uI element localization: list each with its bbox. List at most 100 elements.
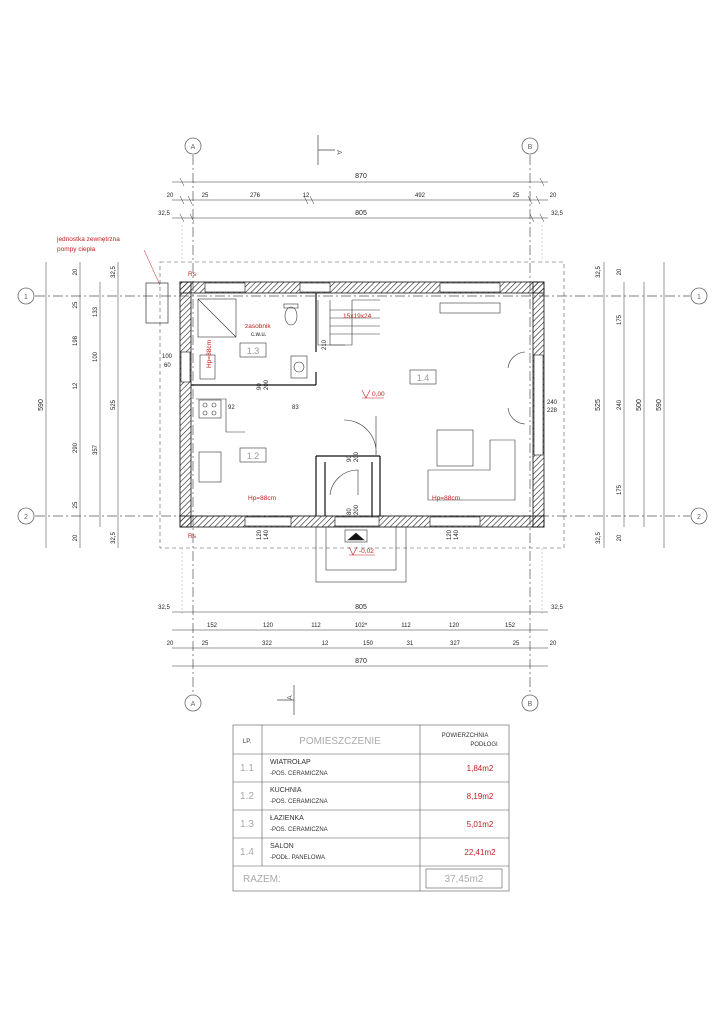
dim-left-small-0: 133 [93,306,99,317]
door-bath-200: 200 [264,379,270,390]
dim-top-r2-6: 20 [550,193,557,199]
dim-left-inner-3: 12 [73,382,79,389]
room-number-1-3: 1.3 [247,346,260,356]
table-row-name: KUCHNIA [270,787,302,794]
dim-left-inner-5: 25 [73,501,79,508]
room-number-1-2: 1.2 [247,451,260,461]
rs-mark-top: Rs [188,271,197,278]
table-row-finish: -PODŁ. PANELOWA [270,855,325,861]
table-row-no: 1.4 [240,847,254,858]
grid-label-b-top: B [528,144,533,151]
table-row-name: WIATROŁAP [270,759,311,766]
interior-walls [191,293,381,516]
table-row-area: 1,84m2 [467,764,494,773]
table-total-value: 37,45m2 [445,874,484,885]
dim-left-outer: 590 [38,399,45,411]
sofa [427,439,516,501]
window-top-bath [204,282,246,293]
window-k-120: 120 [257,529,263,540]
dim-bottom-r2-0: 152 [207,623,218,629]
dim-right-inner-4: 20 [617,534,623,541]
dim-92: 92 [228,405,235,411]
dim-left-inner-1: 25 [73,301,79,308]
dim-top-r2-0: 20 [167,193,174,199]
dimension-lines-bottom [172,611,548,667]
dimension-lines-top [172,177,548,223]
table-row-area: 5,01m2 [467,820,494,829]
dim-bottom-row1: 805 [355,604,367,611]
dim-bottom-r2-3: 102* [355,623,368,629]
dim-top-r2-4: 492 [415,193,426,199]
dim-bottom-r3-5: 31 [407,641,414,647]
heat-pump-label-2: pompy ciepła [57,246,96,253]
window-k-140: 140 [264,529,270,540]
heat-pump-unit [145,282,169,324]
dim-left-mid-0: 32,5 [111,266,117,278]
dim-left-small-1: 100 [93,351,99,362]
cooktop [198,399,222,419]
dining-table [436,429,474,467]
living-room-furniture [329,302,526,501]
table-row-finish: -POS. CERAMICZNA [270,827,328,833]
dim-bottom-r3-1: 25 [202,641,209,647]
dim-right-inner-0: 20 [617,268,623,275]
grid-bubbles [17,137,708,712]
room-number-1-4: 1.4 [417,373,430,383]
table-row-finish: -POS. CERAMICZNA [270,799,328,805]
dim-bottom-r2-2: 112 [311,623,321,629]
window-left-100: 100 [162,354,173,360]
dim-right-b: 525 [595,399,602,411]
dim-bottom-overall: 870 [355,658,367,665]
stairs-annotation: 15x19x24 [343,313,372,320]
grid-bubble-1-right [690,287,708,305]
window-left-60: 60 [164,363,171,369]
heat-pump-leader [143,249,161,286]
extension-lines [181,225,543,615]
grid-label-1-right: 1 [697,294,701,301]
level-inside: 0,00 [372,391,385,398]
table-row-area: 8,19m2 [467,792,494,801]
grid-bubble-a-top [184,137,202,155]
table-header-area-1: POWIERZCHNIA [442,733,489,739]
dim-bottom-r3-3: 12 [322,641,329,647]
entrance-porch [315,526,407,583]
hot-water-tank [290,355,308,379]
sill-height-living: Hp=88cm [432,495,460,502]
dim-bottom-side-left: 32,5 [158,605,170,611]
dim-bottom-r2-1: 120 [263,623,274,629]
grid-axes [35,155,690,695]
dim-bottom-r3-2: 322 [262,641,273,647]
dim-top-overall: 870 [355,173,367,180]
dim-right-mid-2: 32,5 [596,532,602,544]
grid-label-a-top: A [191,144,196,151]
level-porch: -0,02 [359,548,374,555]
dim-top-r2-1: 25 [202,193,209,199]
table-row-name: ŁAZIENKA [270,815,304,822]
door-hall-90: 90 [347,455,353,462]
dim-top-side-right: 32,5 [551,211,563,217]
door-entrance-opening [334,516,380,527]
heat-pump-label-1: jednostka zewnętrzna [56,236,120,243]
terrace-door-228: 228 [547,408,558,414]
table-row-area: 22,41m2 [464,848,496,857]
dim-bottom-side-right: 32,5 [551,605,563,611]
window-openings [180,282,544,527]
door-hall-200: 200 [354,451,360,462]
window-l-120: 120 [447,529,453,540]
dim-bottom-r3-4: 150 [363,641,374,647]
sill-height-kitchen: Hp=88cm [248,495,276,502]
dim-bottom-r3-0: 20 [167,641,174,647]
boiler-label-1: zasobnik [245,323,271,330]
grid-bubble-b-top [521,137,539,155]
sill-height-bath: Hp=88cm [206,340,213,368]
table-row-no: 1.1 [240,763,254,774]
dim-bottom-r3-7: 25 [513,641,520,647]
dim-left-inner-2: 198 [73,335,79,346]
dim-right-inner-2: 240 [617,399,623,410]
window-right-terrace [533,354,544,456]
dim-top-row3: 805 [355,210,367,217]
dim-left-inner-4: 290 [73,442,79,453]
grid-bubble-b-bottom [521,694,539,712]
boiler-label-2: c.w.u. [251,332,267,338]
